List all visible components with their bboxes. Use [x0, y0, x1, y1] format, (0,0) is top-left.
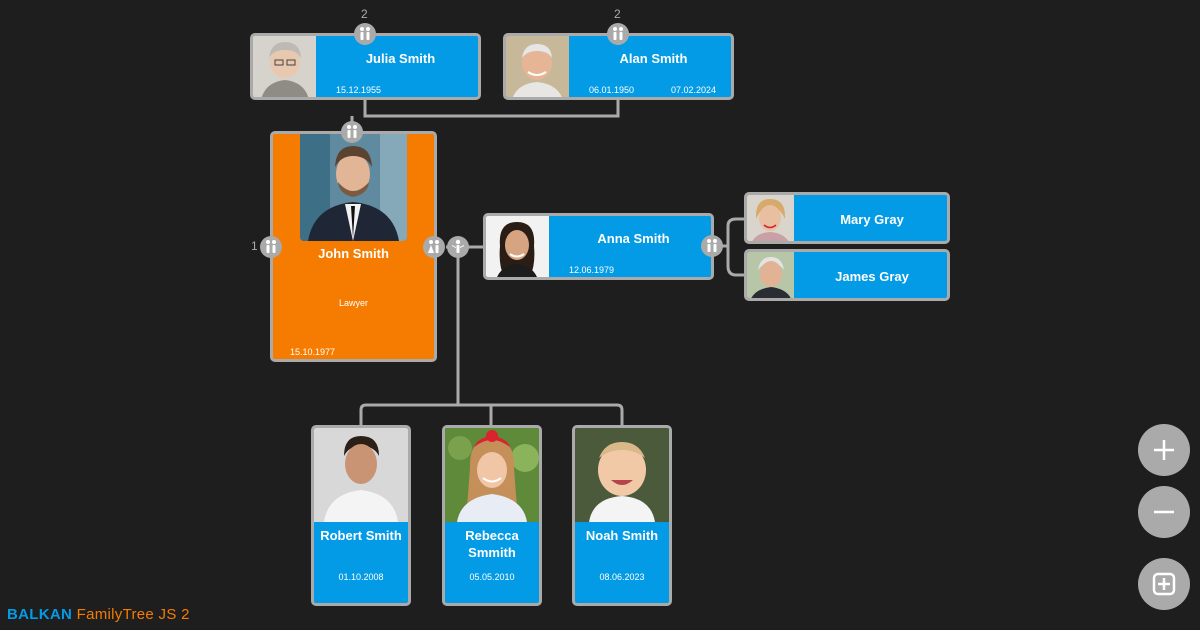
- person-name: Julia Smith: [365, 51, 436, 66]
- person-photo: [314, 428, 408, 522]
- fit-to-screen-button[interactable]: [1138, 558, 1190, 610]
- person-card-robert[interactable]: Robert Smith 01.10.2008: [311, 425, 411, 606]
- partners-count: 1: [251, 239, 258, 253]
- birth-date: 15.10.1977: [290, 347, 336, 357]
- parents-icon[interactable]: [341, 121, 363, 143]
- parents-icon[interactable]: [354, 23, 376, 45]
- person-photo: [300, 134, 407, 241]
- person-card-mary[interactable]: Mary Gray: [744, 192, 950, 244]
- zoom-in-button[interactable]: [1138, 424, 1190, 476]
- birth-date: 08.06.2023: [599, 572, 645, 582]
- person-photo: [506, 36, 569, 97]
- parents-count: 2: [614, 7, 621, 21]
- parents-count: 2: [361, 7, 368, 21]
- person-card-anna[interactable]: Anna Smith 12.06.1979: [483, 213, 714, 280]
- person-photo: [747, 252, 794, 298]
- person-name: Alan Smith: [619, 51, 688, 66]
- birth-date: 15.12.1955: [336, 85, 382, 95]
- zoom-out-button[interactable]: [1138, 486, 1190, 538]
- person-name: John Smith: [318, 246, 389, 261]
- person-name: Mary Gray: [840, 212, 904, 227]
- birth-date: 12.06.1979: [569, 265, 615, 275]
- person-photo: [253, 36, 316, 97]
- job-title: Lawyer: [338, 298, 368, 308]
- person-card-james[interactable]: James Gray: [744, 249, 950, 301]
- person-name: James Gray: [835, 269, 909, 284]
- parents-icon[interactable]: [607, 23, 629, 45]
- birth-date: 06.01.1950: [589, 85, 635, 95]
- person-photo: [486, 216, 549, 277]
- person-photo: [747, 195, 794, 241]
- add-child-icon[interactable]: [447, 236, 469, 258]
- parents-icon[interactable]: [701, 235, 723, 257]
- birth-date: 05.05.2010: [469, 572, 515, 582]
- partners-icon[interactable]: [423, 236, 445, 258]
- person-card-john[interactable]: John Smith Lawyer 15.10.1977: [270, 131, 437, 362]
- brand-name: BALKAN: [7, 606, 73, 623]
- brand-logo: BALKAN FamilyTree JS 2: [7, 606, 190, 623]
- person-name: Noah Smith: [585, 528, 659, 543]
- person-card-noah[interactable]: Noah Smith 08.06.2023: [572, 425, 672, 606]
- person-photo: [575, 428, 669, 522]
- person-name: Robert Smith: [320, 528, 402, 543]
- person-photo: [445, 428, 539, 522]
- partners-icon[interactable]: [260, 236, 282, 258]
- person-name: Anna Smith: [597, 231, 670, 246]
- person-name: Rebecca Smmith: [465, 528, 519, 560]
- birth-date: 01.10.2008: [338, 572, 384, 582]
- death-date: 07.02.2024: [671, 85, 717, 95]
- person-card-rebecca[interactable]: Rebecca Smmith 05.05.2010: [442, 425, 542, 606]
- product-name: FamilyTree JS 2: [76, 606, 190, 623]
